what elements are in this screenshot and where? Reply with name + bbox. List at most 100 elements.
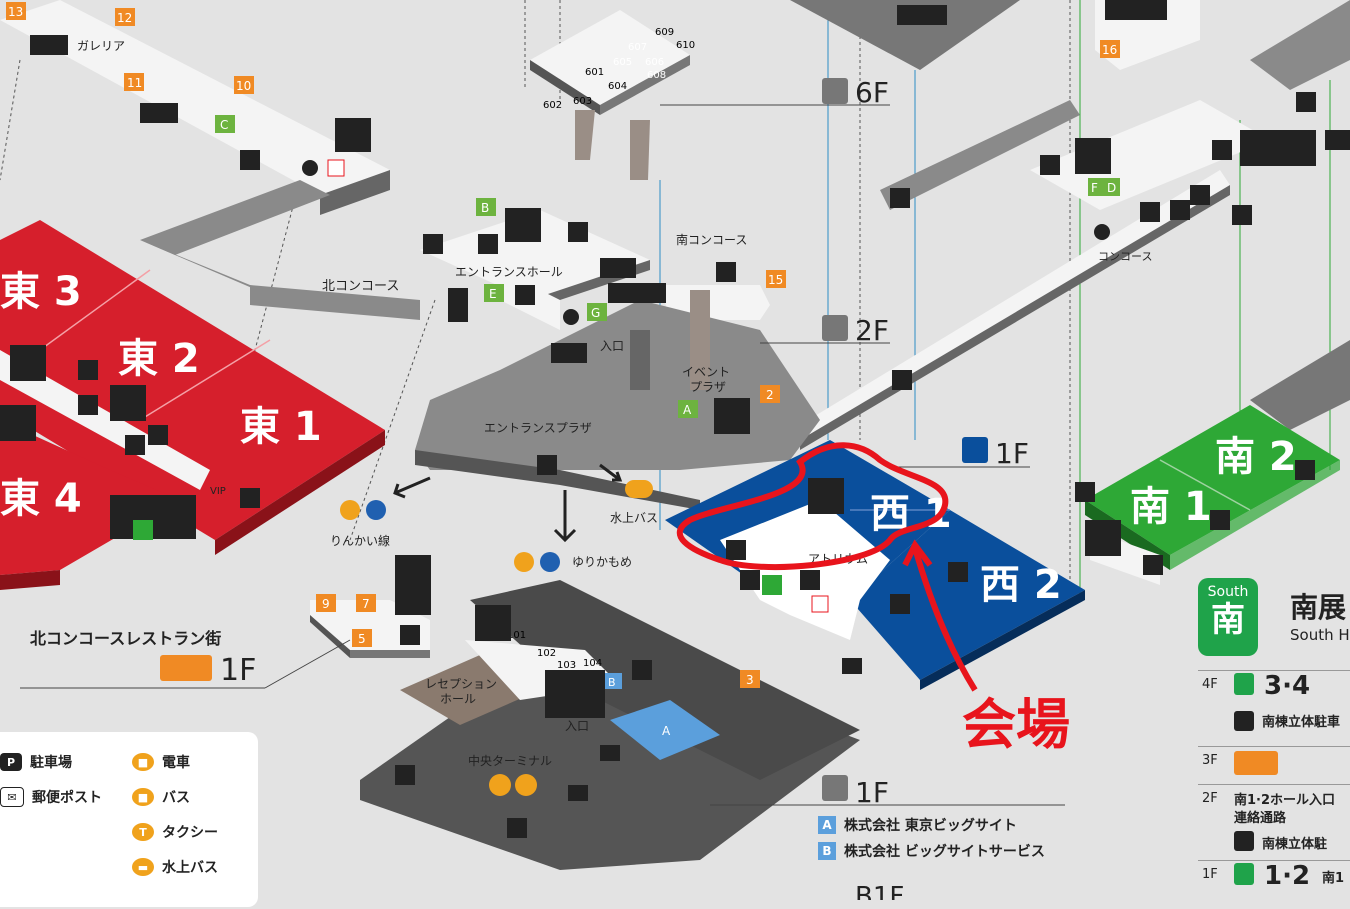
top-dark-block: [790, 0, 1020, 70]
south-halls-panel: South 南 南展 South H 4F 3·4 南棟立体駐車 3F 2F 南…: [1198, 578, 1350, 908]
restroom-icon: [1105, 0, 1167, 20]
svg-text:10: 10: [236, 79, 251, 93]
elevator-icon: [1075, 482, 1095, 502]
floor-1f-west-label: 1F: [995, 437, 1029, 470]
parking-icon: [1234, 831, 1254, 851]
elevator-icon: [515, 285, 535, 305]
elevator-icon: [892, 370, 912, 390]
restroom-icon: [140, 103, 178, 123]
elevator-icon: [78, 395, 98, 415]
elevator-icon: [148, 425, 168, 445]
first-aid-icon: [133, 520, 153, 540]
svg-text:606: 606: [645, 57, 664, 68]
svg-text:9: 9: [322, 597, 330, 611]
svg-text:101: 101: [507, 630, 526, 641]
elevator-icon: [632, 660, 652, 680]
south-floor-4f: 4F 3·4 南棟立体駐車: [1198, 670, 1350, 739]
restroom-icon: [505, 208, 541, 242]
smoking-icon: [568, 222, 588, 242]
restroom-icon: [1075, 138, 1111, 174]
legend-item-train: ■ 電車: [132, 752, 190, 772]
svg-text:13: 13: [8, 5, 23, 19]
parking-icon: P: [0, 753, 22, 771]
svg-text:2: 2: [766, 388, 774, 402]
legend-item-taxi: T タクシー: [132, 822, 218, 842]
conference-tower: [530, 10, 690, 180]
floor-2f-label: 2F: [855, 314, 889, 347]
svg-text:E: E: [489, 287, 497, 301]
room-numbers: 601 602 603 604 605 606 607 608 609 610 …: [507, 27, 695, 671]
elevator-icon: [1210, 510, 1230, 530]
venue-highlight: [676, 442, 978, 692]
accessible-icon: [395, 765, 415, 785]
restroom-icon: [808, 478, 844, 514]
svg-text:B: B: [608, 676, 616, 689]
event-plaza-label: イベントプラザ: [682, 365, 730, 394]
svg-text:609: 609: [655, 27, 674, 38]
aed-icon: [811, 595, 829, 613]
hall-south2-label: 南 2: [1215, 434, 1297, 480]
galleria-corridor: [0, 0, 420, 320]
elevator-icon: [537, 455, 557, 475]
restroom-icon: [110, 385, 146, 421]
elevator-icon: [448, 288, 468, 322]
galleria-label: ガレリア: [77, 39, 125, 53]
west-icon-1f: [962, 437, 988, 463]
central-terminal-label: 中央ターミナル: [468, 753, 552, 768]
svg-text:604: 604: [608, 81, 627, 92]
elevator-icon: [1140, 202, 1160, 222]
restroom-icon: [948, 562, 968, 582]
elevator-icon: [240, 488, 260, 508]
info-icon: [1094, 224, 1110, 240]
svg-text:103: 103: [557, 660, 576, 671]
elevator-icon: [240, 150, 260, 170]
floor-lines: [20, 104, 1065, 806]
south-floor-3f: 3F: [1198, 746, 1350, 783]
company-legend: A 株式会社 東京ビッグサイト B 株式会社 ビッグサイトサービス: [818, 815, 1045, 861]
south-halls: [1085, 405, 1340, 585]
blue-badges: A B: [604, 673, 671, 738]
svg-text:B: B: [481, 201, 489, 215]
bus-icon: [489, 774, 511, 796]
elevator-icon: [1143, 555, 1163, 575]
elevator-icon: [1232, 205, 1252, 225]
restroom-icon: [714, 398, 750, 434]
restroom-icon: [0, 405, 36, 441]
elevator-icon: [78, 360, 98, 380]
entrance-area: [415, 210, 820, 510]
svg-text:3: 3: [746, 673, 754, 687]
direction-arrows: [393, 463, 623, 543]
south-panel-subtitle: South H: [1290, 626, 1350, 644]
north-restaurant-label: 北コンコースレストラン街: [30, 629, 221, 648]
yurikamome-icon: [540, 552, 560, 572]
taxi-icon: T: [132, 823, 154, 841]
conference-icon-2f: [822, 315, 848, 341]
vip-label: VIP: [210, 486, 226, 497]
water-bus-label: 水上バス: [610, 511, 658, 525]
company-legend-b: B 株式会社 ビッグサイトサービス: [818, 841, 1045, 861]
svg-text:A: A: [683, 403, 692, 417]
elevator-icon: [890, 188, 910, 208]
elevator-icon: [1325, 130, 1350, 150]
water-bus-icon: ▬: [132, 858, 154, 876]
bus-icon: ■: [132, 788, 154, 806]
elevator-icon: [1296, 92, 1316, 112]
restroom-icon: [1085, 520, 1121, 556]
hall-south1-label: 南 1: [1130, 484, 1212, 530]
facility-icons: [0, 0, 1350, 838]
restaurant-icon: [160, 655, 212, 681]
restroom-icon: [335, 118, 371, 152]
aed-icon: [327, 159, 345, 177]
elevator-icon: [800, 570, 820, 590]
elevator-icon: [423, 234, 443, 254]
company-legend-a: A 株式会社 東京ビッグサイト: [818, 815, 1045, 835]
svg-text:16: 16: [1102, 43, 1117, 57]
south-panel-title: 南展: [1290, 591, 1347, 624]
svg-text:102: 102: [537, 648, 556, 659]
rinkai-line-icon: [366, 500, 386, 520]
right-concourse: [800, 0, 1350, 450]
mail-icon: ✉: [0, 787, 24, 807]
svg-text:607: 607: [628, 42, 647, 53]
elevator-icon: [740, 570, 760, 590]
